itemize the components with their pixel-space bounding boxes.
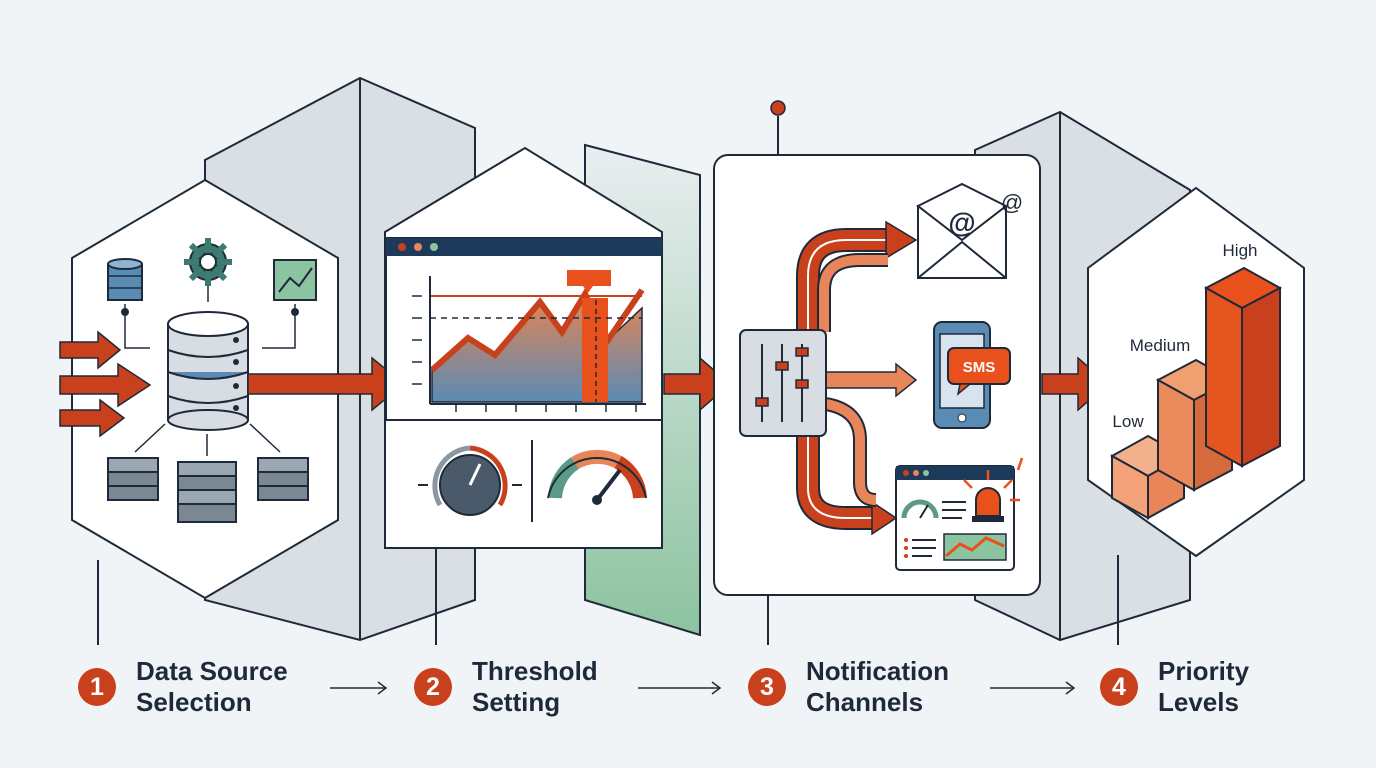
dial-icon xyxy=(418,445,522,516)
step-3: 3 Notification Channels xyxy=(748,656,949,718)
step-1-label: Data Source Selection xyxy=(136,656,288,718)
step-2-label: Threshold Setting xyxy=(472,656,598,718)
step-1-number: 1 xyxy=(78,668,116,706)
step-4: 4 Priority Levels xyxy=(1100,656,1249,718)
line-chart-icon xyxy=(273,259,317,301)
step-3-number: 3 xyxy=(748,668,786,706)
step-2-line1: Threshold xyxy=(472,656,598,686)
step-4-line2: Levels xyxy=(1158,687,1239,717)
step-4-label: Priority Levels xyxy=(1158,656,1249,718)
step-2-number: 2 xyxy=(414,668,452,706)
notification-panel xyxy=(713,100,1110,596)
priority-medium-label: Medium xyxy=(1130,336,1190,355)
step-2: 2 Threshold Setting xyxy=(414,656,598,718)
step-4-line1: Priority xyxy=(1158,656,1250,686)
step-1-line2: Selection xyxy=(136,687,252,717)
main-database-icon xyxy=(167,311,249,431)
step-connector-arrows xyxy=(330,681,1076,695)
email-at-label: @ xyxy=(948,207,975,238)
gear-icon xyxy=(184,238,232,286)
at-symbol-label: @ xyxy=(1001,190,1023,215)
sms-label: SMS xyxy=(963,359,996,376)
step-2-line2: Setting xyxy=(472,687,561,717)
mixer-icon xyxy=(739,329,827,437)
phone-icon xyxy=(933,321,1011,429)
step-1-line1: Data Source xyxy=(136,656,288,686)
chart-window xyxy=(385,237,663,421)
step-3-line2: Channels xyxy=(806,687,924,717)
high-bar xyxy=(1203,266,1283,468)
step-4-number: 4 xyxy=(1100,668,1138,706)
database-icon xyxy=(107,258,143,301)
threshold-panel xyxy=(384,146,732,549)
channel-pipes xyxy=(796,220,918,536)
incoming-arrows xyxy=(59,330,152,438)
step-3-line1: Notification xyxy=(806,656,949,686)
step-1: 1 Data Source Selection xyxy=(78,656,288,718)
envelope-icon xyxy=(916,182,1008,279)
priority-panel xyxy=(1087,186,1305,558)
gauge-icon xyxy=(547,449,647,505)
priority-high-label: High xyxy=(1223,241,1258,260)
step-3-label: Notification Channels xyxy=(806,656,949,718)
server-icon xyxy=(107,457,309,523)
data-source-panel xyxy=(59,178,406,600)
siren-icon xyxy=(963,457,1024,522)
priority-low-label: Low xyxy=(1112,412,1144,431)
